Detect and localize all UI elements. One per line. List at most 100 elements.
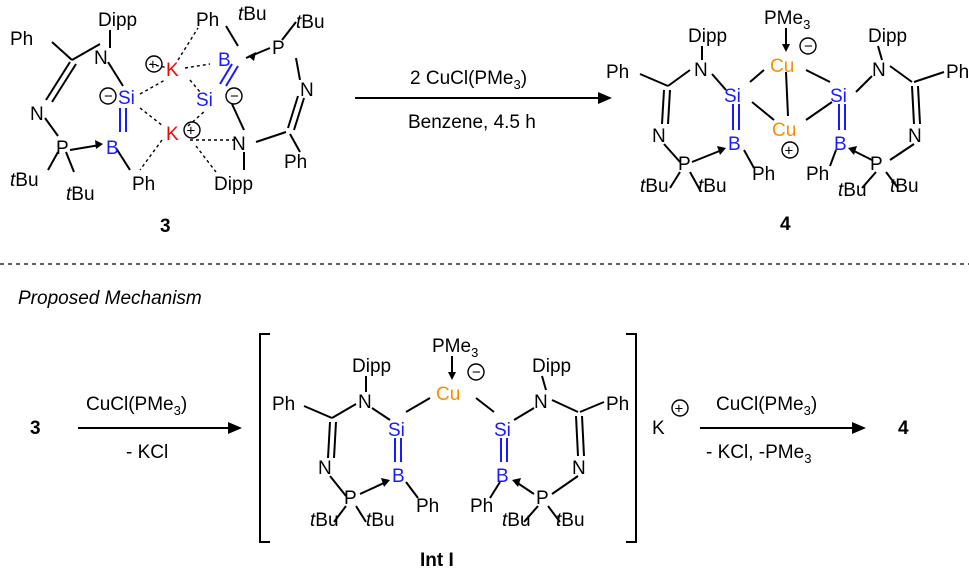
- step1-byproduct: - KCl: [126, 442, 168, 463]
- svg-text:tBu: tBu: [310, 510, 339, 531]
- tbu-label: Bu: [843, 180, 866, 201]
- top-reagent: Ph2 CuCl(PMe3): [410, 68, 527, 92]
- ph-label: Ph: [284, 152, 307, 173]
- tbu-label: Bu: [15, 170, 38, 191]
- p-atom: P: [272, 38, 285, 59]
- si-atom: Si: [196, 90, 213, 111]
- svg-text:tBu: tBu: [698, 176, 727, 197]
- n-atom: N: [300, 80, 314, 101]
- dipp-label: Dipp: [868, 26, 907, 47]
- svg-text:PMe3: PMe3: [432, 336, 478, 360]
- pme3-sub: 3: [803, 17, 810, 32]
- p-atom: P: [678, 154, 691, 175]
- p-atom: P: [56, 138, 69, 159]
- tbu-t: t: [238, 4, 244, 25]
- svg-text:tBu: tBu: [838, 180, 867, 201]
- p-atom: P: [344, 488, 357, 509]
- n-atom: N: [94, 48, 108, 69]
- plus-charge-icon: [183, 121, 201, 139]
- k-atom: K: [166, 60, 179, 81]
- ph-label: Ph: [946, 62, 969, 83]
- pme3-label: PMe: [432, 336, 471, 357]
- n-atom: N: [572, 458, 586, 479]
- svg-text:+: +: [675, 401, 684, 418]
- plus-charge-icon: [781, 141, 799, 159]
- ph-label: Ph: [196, 10, 219, 31]
- minus-charge-icon: [99, 87, 117, 105]
- pme3-sub: 3: [471, 345, 478, 360]
- tbu-t: t: [66, 184, 72, 205]
- n-atom: N: [908, 126, 922, 147]
- tbu-label: Bu: [371, 510, 394, 531]
- svg-text:tBu: tBu: [296, 12, 325, 33]
- n-atom: N: [30, 104, 44, 125]
- b-atom: B: [834, 134, 847, 155]
- mechanism-start-label: 3: [30, 418, 41, 439]
- ph-label: Ph: [806, 164, 829, 185]
- si-atom: Si: [388, 420, 405, 441]
- tbu-t: t: [502, 510, 508, 531]
- tbu-t: t: [296, 12, 302, 33]
- n-atom: N: [872, 60, 886, 81]
- tbu-label: Bu: [315, 510, 338, 531]
- step2-reagent: CuCl(PMe3): [716, 394, 817, 418]
- tbu-t: t: [890, 176, 896, 197]
- tbu-t: t: [366, 510, 372, 531]
- tbu-label: Bu: [895, 176, 918, 197]
- b-atom: B: [106, 138, 119, 159]
- n-atom: N: [694, 60, 708, 81]
- si-atom: Si: [118, 88, 135, 109]
- n-atom: N: [232, 134, 246, 155]
- dipp-label: Dipp: [352, 356, 391, 377]
- svg-text:+: +: [785, 143, 794, 160]
- svg-text:tBu: tBu: [10, 170, 39, 191]
- tbu-label: Bu: [703, 176, 726, 197]
- dipp-label: Dipp: [688, 26, 727, 47]
- intermediate-bracket: [259, 333, 637, 543]
- minus-charge-icon: [799, 37, 817, 55]
- ph-label: Ph: [272, 394, 295, 415]
- svg-text:−: −: [804, 38, 813, 55]
- intermediate-structure: − PMe3 Cu Dipp Ph N Si N B P Ph tBu tBu …: [272, 336, 629, 531]
- svg-text:tBu: tBu: [238, 4, 267, 25]
- tbu-t: t: [640, 176, 646, 197]
- tbu-label: Bu: [301, 12, 324, 33]
- intermediate-label: Int I: [420, 550, 454, 571]
- ph-label: Ph: [606, 62, 629, 83]
- b-atom: B: [728, 134, 741, 155]
- step2-byproduct: - KCl, -PMe3: [706, 442, 811, 466]
- svg-text:tBu: tBu: [890, 176, 919, 197]
- p-atom: P: [536, 488, 549, 509]
- compound-4-structure: − + PMe3 Cu Cu Dipp Ph N Si N B P Ph tBu…: [606, 8, 969, 201]
- minus-charge-icon: [467, 363, 485, 381]
- b-atom: B: [496, 466, 509, 487]
- ph-label: Ph: [470, 496, 493, 517]
- tbu-label: Bu: [507, 510, 530, 531]
- tbu-label: Bu: [645, 176, 668, 197]
- si-atom: Si: [830, 86, 847, 107]
- svg-text:tBu: tBu: [640, 176, 669, 197]
- ph-label: Ph: [10, 29, 33, 50]
- svg-text:+: +: [149, 57, 158, 74]
- dipp-label: Dipp: [98, 10, 137, 31]
- mechanism-arrow-2: [700, 422, 866, 434]
- cu-atom: Cu: [770, 56, 794, 77]
- ph-label: Ph: [416, 496, 439, 517]
- compound-3-structure: + − − + Dipp Ph N Si N P B tBu tBu Ph K …: [10, 4, 325, 205]
- svg-text:tBu: tBu: [556, 510, 585, 531]
- p-atom: P: [870, 154, 883, 175]
- svg-text:+: +: [187, 123, 196, 140]
- top-conditions: Benzene, 4.5 h: [408, 112, 536, 133]
- cu-atom: Cu: [436, 384, 460, 405]
- tbu-t: t: [556, 510, 562, 531]
- si-atom: Si: [494, 420, 511, 441]
- pme3-label: PMe: [764, 8, 803, 29]
- n-atom: N: [358, 392, 372, 413]
- plus-charge-icon: [671, 399, 689, 417]
- k-atom: K: [166, 124, 179, 145]
- svg-text:tBu: tBu: [366, 510, 395, 531]
- n-atom: N: [318, 458, 332, 479]
- dipp-label: Dipp: [532, 356, 571, 377]
- svg-text:tBu: tBu: [66, 184, 95, 205]
- svg-text:−: −: [472, 364, 481, 381]
